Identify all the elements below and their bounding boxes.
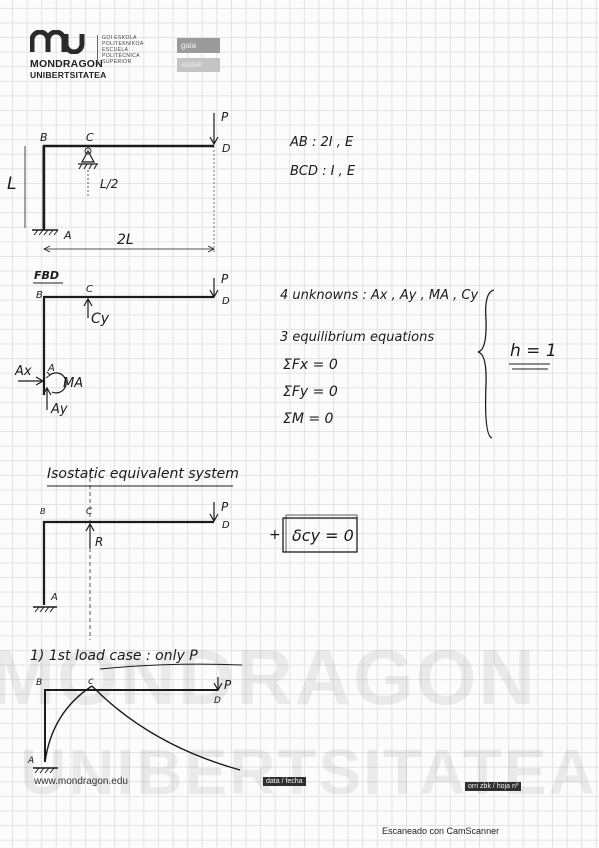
equation-fy: ΣFy = 0 xyxy=(283,384,338,400)
label-l: L xyxy=(7,174,17,194)
label-b: B xyxy=(40,131,48,144)
footer-page-tag: orri zbk / hoja nº xyxy=(465,782,522,791)
label-a: A xyxy=(64,229,72,242)
fbd-label-p: P xyxy=(221,272,229,286)
logo-line-2: UNIBERTSITATEA xyxy=(30,70,107,80)
header-field-topic: gaia xyxy=(177,38,220,53)
lc-label-a: A xyxy=(28,756,35,766)
iso-label-b: B xyxy=(40,507,46,516)
logo-line-1: MONDRAGON xyxy=(30,58,103,70)
equation-fx: ΣFx = 0 xyxy=(283,357,338,373)
logo-tagline: GOI ESKOLA POLITEKNIKOA ESCUELA POLITÉCN… xyxy=(97,35,172,65)
lc-label-b: B xyxy=(36,678,43,688)
fbd-label-ay: Ay xyxy=(51,402,68,417)
fbd-title: FBD xyxy=(34,269,60,282)
compatibility-condition: δcy = 0 xyxy=(292,526,354,545)
watermark-line-2: UNIBERTSITATEA xyxy=(20,736,597,808)
iso-plus: + xyxy=(269,527,281,543)
lc-label-p: P xyxy=(224,678,232,692)
tagline-2: POLITEKNIKOA xyxy=(102,41,144,47)
fbd-label-ax: Ax xyxy=(15,364,32,379)
lc-label-d: D xyxy=(214,696,221,706)
hyperstatic-degree: h = 1 xyxy=(510,341,557,361)
iso-label-d: D xyxy=(222,520,230,531)
tagline-1: GOI ESKOLA xyxy=(102,35,137,41)
scanner-credit: Escaneado con CamScanner xyxy=(382,826,500,836)
footer-date-tag: data / fecha xyxy=(263,777,306,786)
equation-m: ΣM = 0 xyxy=(283,411,334,427)
fbd-label-c: C xyxy=(86,284,93,295)
iso-label-c: C xyxy=(86,507,93,517)
loadcase-title: 1) 1st load case : only P xyxy=(30,648,198,664)
tagline-4: POLITÉCNICA xyxy=(102,53,140,59)
label-l-half: L/2 xyxy=(100,177,119,191)
iso-label-p: P xyxy=(221,500,229,514)
label-2l: 2L xyxy=(117,232,134,248)
isostatic-title: Isostatic equivalent system xyxy=(47,466,239,482)
iso-label-r: R xyxy=(95,535,104,549)
tagline-3: ESCUELA xyxy=(102,47,129,53)
logo-mark-icon xyxy=(29,29,85,55)
footer-website: www.mondragon.edu xyxy=(34,776,128,787)
label-c: C xyxy=(86,131,94,144)
fbd-label-d: D xyxy=(222,296,230,307)
fbd-unknowns: 4 unknowns : Ax , Ay , MA , Cy xyxy=(280,288,479,303)
fbd-label-b: B xyxy=(36,290,43,301)
iso-label-a: A xyxy=(51,592,58,603)
label-d: D xyxy=(222,142,231,155)
fbd-label-ma: MA xyxy=(63,376,84,391)
fbd-label-a: A xyxy=(48,363,55,374)
university-logo: MONDRAGON UNIBERTSITATEA xyxy=(29,29,106,80)
property-bcd: BCD : I , E xyxy=(290,164,356,179)
fbd-equations-title: 3 equilibrium equations xyxy=(280,330,435,345)
fbd-label-cy: Cy xyxy=(91,311,110,327)
property-ab: AB : 2I , E xyxy=(290,135,354,150)
tagline-5: SUPERIOR xyxy=(102,59,132,65)
header-field-sections: atalak xyxy=(177,58,220,72)
label-p: P xyxy=(221,110,229,124)
watermark-line-1: MONDRAGON xyxy=(0,633,537,721)
lc-label-c: c xyxy=(88,676,94,687)
